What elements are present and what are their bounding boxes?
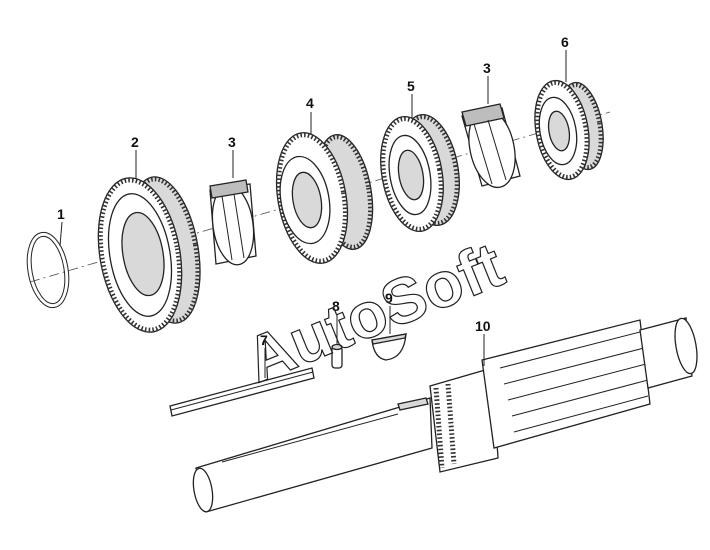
part-6-gear bbox=[534, 79, 604, 181]
watermark: AutoSoft bbox=[236, 228, 513, 396]
callout-1: 1 bbox=[57, 206, 65, 222]
callout-5: 5 bbox=[407, 78, 415, 94]
callout-7: 7 bbox=[260, 332, 268, 348]
callout-8: 8 bbox=[332, 298, 340, 314]
callout-4: 4 bbox=[306, 95, 314, 111]
part-4-gear bbox=[275, 132, 374, 264]
part-3-bearing-right bbox=[461, 103, 521, 189]
part-5-gear bbox=[380, 113, 460, 233]
part-10-shaft bbox=[192, 317, 698, 513]
part-7-rod bbox=[169, 367, 315, 417]
part-1-snap-ring bbox=[26, 231, 70, 309]
callout-3-left: 3 bbox=[228, 134, 236, 150]
callout-10: 10 bbox=[475, 318, 491, 334]
part-9-key bbox=[371, 333, 407, 361]
part-2-gear bbox=[97, 176, 201, 333]
part-8-pin bbox=[331, 343, 343, 369]
part-3-bearing-left bbox=[209, 179, 257, 266]
callout-6: 6 bbox=[561, 34, 569, 50]
callout-3-right: 3 bbox=[483, 60, 491, 76]
callout-9: 9 bbox=[385, 290, 393, 306]
leader-1 bbox=[59, 221, 63, 247]
callout-2: 2 bbox=[131, 134, 139, 150]
